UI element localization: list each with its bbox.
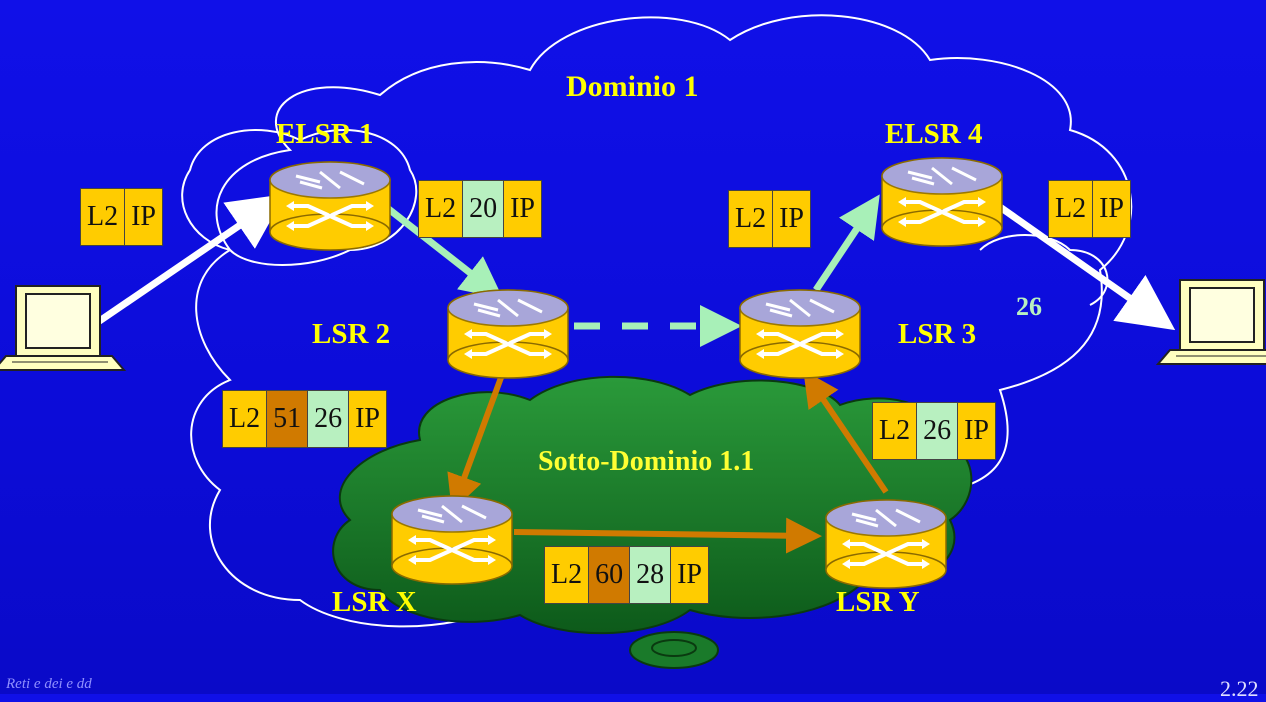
router-lsrx [390,494,514,586]
field-label-inner: 28 [630,547,672,603]
domain-cloud [190,14,1133,628]
arrow-elsr4-pc [987,197,1176,331]
label-lsrx: LSR X [332,586,417,618]
arrow-lsr2-lsrx [447,362,509,512]
page-number: 2.22 [1220,676,1259,701]
packet-lsry-lsr3: L2 26 IP [872,402,997,460]
label-elsr1: ELSR 1 [276,118,374,150]
field-l2: L2 [1049,181,1094,237]
field-ip: IP [773,191,811,247]
right-cloud [979,234,1109,306]
arrow-elsr1-lsr2 [369,193,504,299]
arrow-lsry-lsr3 [803,370,889,494]
left-cloud [181,129,418,266]
field-label: 20 [463,181,505,237]
router-elsr4 [880,156,1004,248]
label-lsry: LSR Y [836,586,920,618]
field-l2: L2 [81,189,126,245]
footer-text: Reti e dei e dd [6,676,92,692]
router-lsry [824,498,948,590]
label-lsr3: LSR 3 [898,318,977,350]
field-label-outer: 60 [589,547,631,603]
field-ip: IP [958,403,996,459]
packet-lsrx-lsry: L2 60 28 IP [544,546,710,604]
packet-out: L2 IP [1048,180,1132,238]
field-ip: IP [671,547,709,603]
field-l2: L2 [873,403,918,459]
field-l2: L2 [223,391,268,447]
field-ip: IP [504,181,542,237]
arrow-lsrx-lsry [513,517,822,554]
field-label: 26 [917,403,959,459]
packet-in: L2 IP [80,188,164,246]
field-label-inner: 26 [308,391,350,447]
host-right-icon [1157,279,1266,365]
label-26: 26 [1016,292,1042,321]
router-lsr3 [738,288,862,380]
router-lsr2 [446,288,570,380]
host-left-icon [0,285,125,371]
field-l2: L2 [419,181,464,237]
field-ip: IP [125,189,163,245]
subdomain-label: Sotto-Dominio 1.1 [538,446,755,477]
subdomain-ring [629,631,719,669]
label-elsr4: ELSR 4 [885,118,983,150]
field-l2: L2 [729,191,774,247]
arrow-lsr3-elsr4 [813,194,880,292]
packet-elsr1: L2 20 IP [418,180,543,238]
field-ip: IP [349,391,387,447]
domain-label: Dominio 1 [566,70,699,103]
packet-lsr3: L2 IP [728,190,812,248]
packet-lsr2-lsrx: L2 51 26 IP [222,390,388,448]
field-label-outer: 51 [267,391,309,447]
field-l2: L2 [545,547,590,603]
label-lsr2: LSR 2 [312,318,391,350]
router-elsr1 [268,160,392,252]
field-ip: IP [1093,181,1131,237]
arrow-pc-elsr1 [96,194,286,325]
